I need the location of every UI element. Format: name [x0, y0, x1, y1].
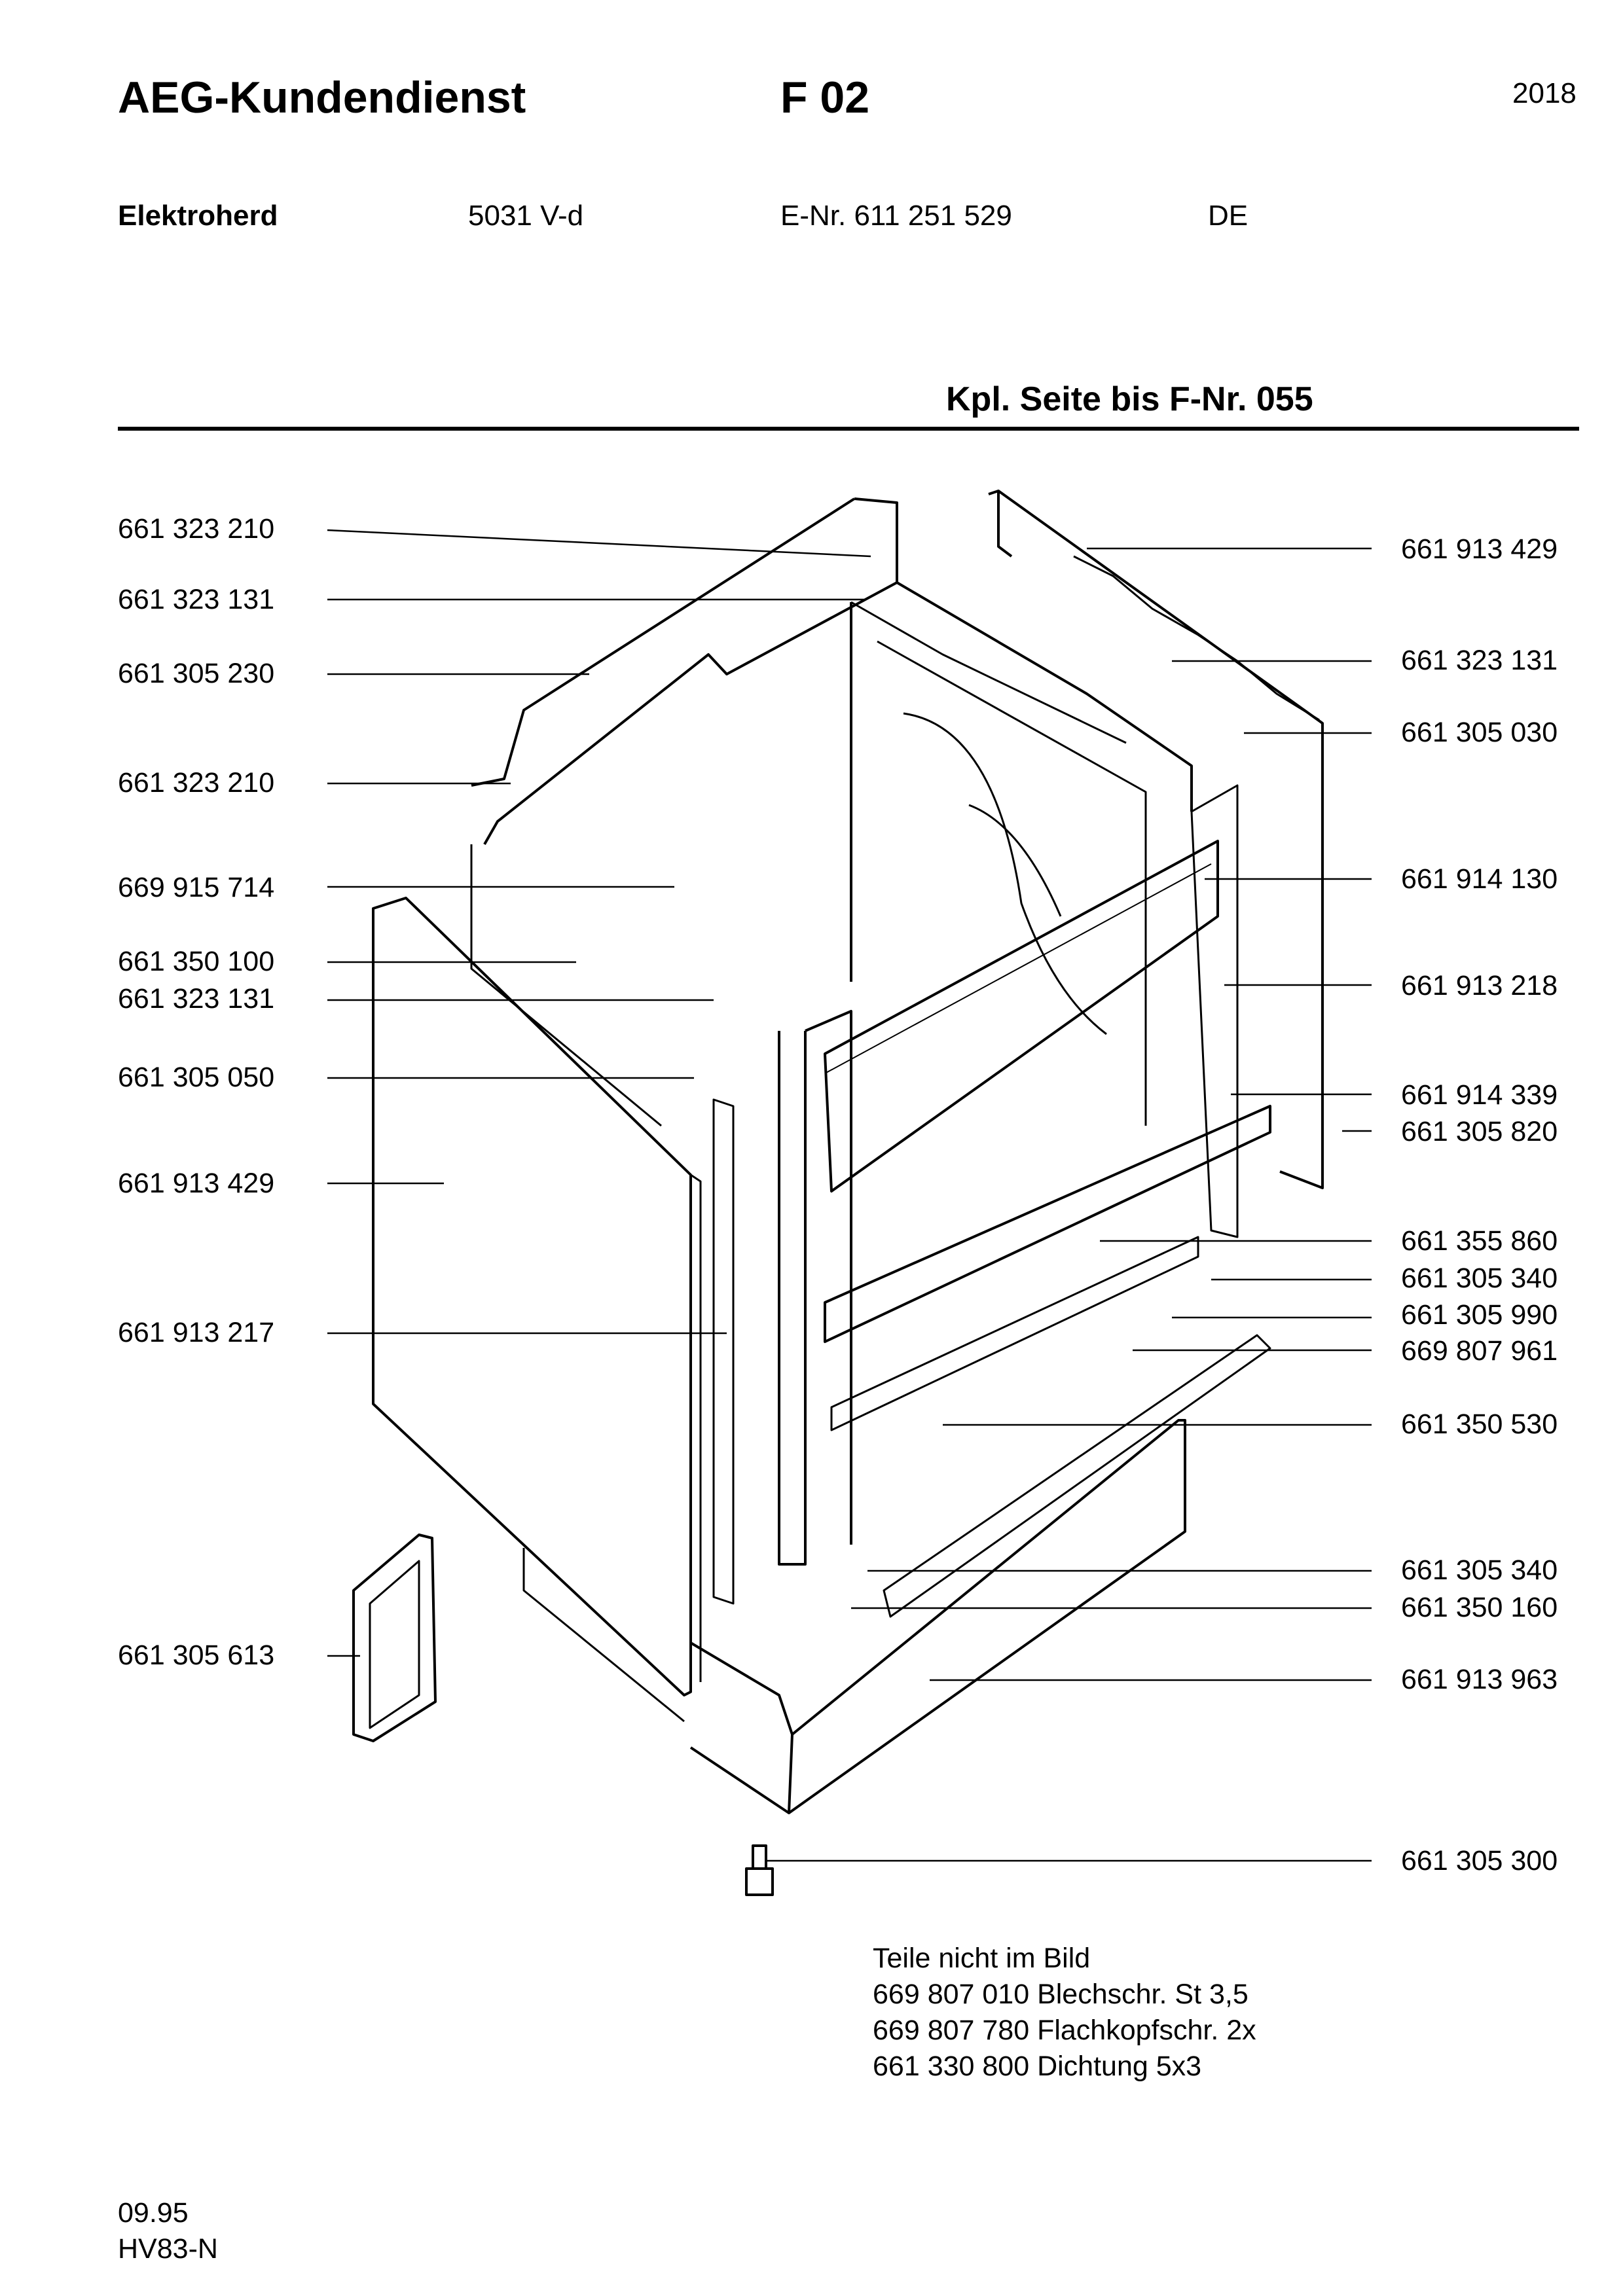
callout-right: 661 913 218 [1401, 970, 1558, 1001]
callout-left: 661 323 131 [118, 983, 275, 1014]
callout-right: 661 305 820 [1401, 1116, 1558, 1147]
cabinet-drawing [352, 490, 1324, 1896]
callout-left: 661 323 210 [118, 767, 275, 798]
bottom-rail [824, 1105, 1271, 1343]
callout-right: 661 914 130 [1401, 863, 1558, 895]
callout-left: 661 323 131 [118, 584, 275, 615]
callout-left: 669 915 714 [118, 872, 275, 903]
footer: 09.95 HV83-N [118, 2195, 218, 2267]
callout-right: 661 355 860 [1401, 1225, 1558, 1257]
e-number: E-Nr. 611 251 529 [780, 200, 1012, 232]
callout-right: 661 913 429 [1401, 533, 1558, 565]
parts-not-shown: Teile nicht im Bild 669 807 010 Blechsch… [873, 1941, 1256, 2085]
adjustable-foot [745, 1867, 774, 1896]
callout-right: 661 350 160 [1401, 1592, 1558, 1623]
notes-heading: Teile nicht im Bild [873, 1943, 1091, 1974]
callout-right: 661 350 530 [1401, 1408, 1558, 1440]
callout-right: 661 305 990 [1401, 1299, 1558, 1331]
country-code: DE [1208, 200, 1249, 232]
callout-left: 661 913 429 [118, 1168, 275, 1199]
callout-left: 661 305 230 [118, 658, 275, 689]
base-tray [689, 1419, 1186, 1814]
callout-right: 661 305 300 [1401, 1845, 1558, 1876]
footer-date: 09.95 [118, 2197, 189, 2229]
callout-left: 661 305 613 [118, 1640, 275, 1671]
top-frame [483, 497, 898, 845]
handle-frame [352, 1534, 437, 1742]
notes-item: 661 330 800 Dichtung 5x3 [873, 2051, 1202, 2082]
back-panel [988, 490, 1324, 1189]
callout-left: 661 913 217 [118, 1317, 275, 1348]
control-panel [824, 840, 1219, 1193]
side-panel [372, 897, 692, 1696]
callout-left: 661 323 210 [118, 513, 275, 545]
callout-left: 661 350 100 [118, 946, 275, 977]
callout-right: 661 323 131 [1401, 645, 1558, 676]
front-frame [778, 1031, 807, 1566]
callout-right: 661 305 340 [1401, 1263, 1558, 1294]
callout-right: 661 914 339 [1401, 1079, 1558, 1111]
brand-title: AEG-Kundendienst [118, 73, 526, 122]
notes-item: 669 807 780 Flachkopfschr. 2x [873, 2015, 1256, 2046]
product-name: Elektroherd [118, 200, 278, 232]
callout-right: 661 305 030 [1401, 717, 1558, 748]
footer-code: HV83-N [118, 2233, 218, 2265]
callout-right: 661 305 340 [1401, 1554, 1558, 1586]
section-code: F 02 [780, 73, 870, 122]
notes-item: 669 807 010 Blechschr. St 3,5 [873, 1979, 1249, 2010]
leader-lines [327, 529, 1372, 1862]
callout-left: 661 305 050 [118, 1062, 275, 1093]
page-subtitle: Kpl. Seite bis F-Nr. 055 [946, 380, 1313, 418]
year: 2018 [1512, 77, 1577, 109]
callout-right: 661 913 963 [1401, 1664, 1558, 1695]
callout-right: 669 807 961 [1401, 1335, 1558, 1367]
header-divider [118, 427, 1579, 431]
model-number: 5031 V-d [468, 200, 584, 232]
